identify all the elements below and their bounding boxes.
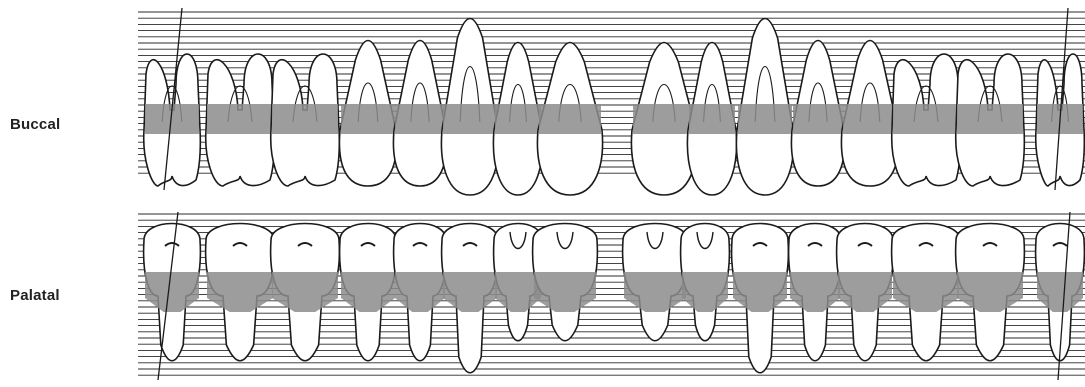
buccal-tooth-10-lateral-incisor [687,43,736,196]
palatal-tooth-9-central-incisor [623,224,688,341]
gingival-band [272,272,338,312]
palatal-tooth-2-molar [206,224,275,361]
buccal-tooth-12-premolar [791,41,844,187]
buccal-tooth-8-central-incisor [537,43,602,196]
gingival-band [539,104,601,134]
gingival-band [790,272,840,312]
palatal-tooth-1-molar [144,224,201,361]
gingival-band [341,104,395,134]
gingival-band [624,272,686,312]
buccal-tooth-7-lateral-incisor [493,43,542,196]
palatal-tooth-8-central-incisor [533,224,598,341]
gingival-band [145,272,199,312]
gingival-band [443,104,497,134]
gingival-band [495,104,541,134]
gingival-band [207,272,273,312]
buccal-tooth-9-central-incisor [631,43,696,196]
buccal-tooth-11-canine [736,19,793,196]
gingival-band [689,104,735,134]
gingival-band [443,272,497,312]
buccal-tooth-5-premolar [393,41,446,187]
gingival-band [738,104,792,134]
gingival-band [272,104,338,134]
gingival-band [207,104,273,134]
gingival-band [957,272,1023,312]
palatal-tooth-4-premolar [340,224,397,361]
gingival-band [893,272,959,312]
buccal-tooth-13-premolar [841,41,898,187]
palatal-tooth-5-premolar [394,224,447,361]
gingival-band [843,104,897,134]
gingival-band [733,272,787,312]
buccal-tooth-4-premolar [339,41,396,187]
gingival-band [893,104,959,134]
palatal-tooth-16-molar [1036,224,1085,361]
gingival-band [633,104,695,134]
gingival-band [534,272,596,312]
gingival-band [341,272,395,312]
palatal-tooth-12-premolar [789,224,842,361]
palatal-tooth-14-molar [892,224,961,361]
palatal-tooth-15-molar [956,224,1025,361]
gingival-band [1037,272,1083,312]
buccal-tooth-6-canine [441,19,498,196]
palatal-tooth-3-molar [271,224,340,361]
gingival-band [395,104,445,134]
gingival-band [793,104,843,134]
gingival-band [395,272,445,312]
buccal-teeth-row [144,19,1085,196]
gingival-band [682,272,728,312]
gingival-band [957,104,1023,134]
palatal-tooth-13-premolar [837,224,894,361]
gingival-band [838,272,892,312]
palatal-tooth-10-lateral-incisor [681,224,730,341]
